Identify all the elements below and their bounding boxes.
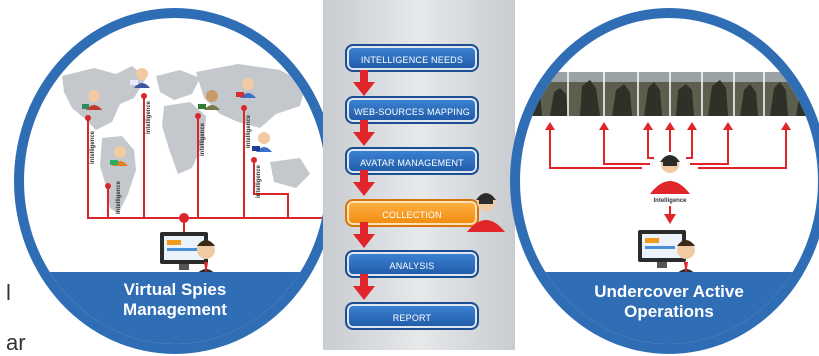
world-map (62, 64, 310, 214)
connection-label: intelligence (200, 122, 206, 156)
panel-title: Undercover Active Operations (520, 272, 818, 344)
operator-workstation-icon (160, 232, 220, 280)
connection-label: intelligence (146, 100, 152, 134)
process-flow-panel: INTELLIGENCE NEEDS WEB-SOURCES MAPPING A… (323, 0, 515, 350)
down-arrow-icon (353, 120, 375, 146)
cropped-text-fragment: ar (6, 330, 26, 355)
connection-line (87, 118, 324, 219)
avatar-icon (252, 132, 272, 152)
down-arrow-icon (664, 214, 676, 224)
connection-label: intelligence (90, 130, 96, 164)
arrow-heads (545, 122, 791, 130)
connection-label: intelligence (246, 114, 252, 148)
step-collection: COLLECTION (345, 199, 479, 227)
step-web-sources-mapping: WEB-SOURCES MAPPING (345, 96, 479, 124)
panel-title-line: Management (123, 300, 227, 319)
connection-line (253, 160, 289, 218)
step-analysis: ANALYSIS (345, 250, 479, 278)
connection-endpoints (85, 93, 257, 189)
undercover-active-operations-panel: Intelligence Undercover Active Operation… (510, 8, 819, 354)
panel-title-line: Virtual Spies (123, 280, 227, 299)
avatar-icon (198, 90, 220, 110)
step-report: REPORT (345, 302, 479, 330)
panel-title: Virtual Spies Management (24, 272, 326, 344)
operation-arrows (549, 128, 787, 169)
virtual-spies-management-panel: intelligence intelligence intelligence i… (14, 8, 336, 354)
cropped-text-fragment: l (6, 280, 11, 305)
hub-node (179, 213, 189, 223)
down-arrow-icon (353, 70, 375, 96)
connection-labels: intelligence intelligence intelligence i… (90, 100, 262, 214)
connection-label: intelligence (116, 180, 122, 214)
step-intelligence-needs: INTELLIGENCE NEEDS (345, 44, 479, 72)
agent-avatar-icon (650, 155, 690, 194)
down-arrow-icon (353, 222, 375, 248)
soldiers-photo-strip (520, 72, 818, 116)
connection-label: intelligence (256, 164, 262, 198)
avatar-icon (82, 90, 102, 110)
world-map-diagram: intelligence intelligence intelligence i… (62, 64, 324, 280)
connection-lines (87, 96, 324, 236)
avatar-icon (130, 68, 150, 88)
avatar-icon (236, 78, 256, 98)
down-arrow-icon (353, 170, 375, 196)
down-arrow-icon (353, 274, 375, 300)
intelligence-label: Intelligence (653, 198, 687, 204)
step-avatar-management: AVATAR MANAGEMENT (345, 147, 479, 175)
avatar-icon (110, 146, 128, 166)
panel-title-line: Operations (624, 302, 714, 321)
panel-title-line: Undercover Active (594, 282, 744, 301)
agent-avatar-icon (467, 193, 505, 232)
